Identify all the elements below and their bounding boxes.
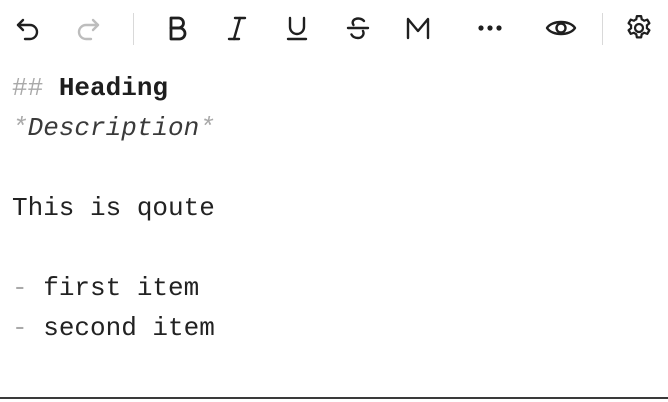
markdown-editor[interactable]: ## Heading *Description* This is qoute -…: [12, 68, 652, 348]
list-marker: -: [12, 313, 44, 343]
underline-button[interactable]: [279, 10, 315, 46]
description-line: *Description*: [12, 108, 652, 148]
italic-button[interactable]: [219, 10, 255, 46]
more-button[interactable]: [472, 10, 508, 46]
emphasis-close-marker: *: [199, 113, 215, 143]
heading-text: Heading: [58, 73, 169, 103]
list-item: - first item: [12, 268, 652, 308]
italic-icon: [227, 16, 247, 41]
preview-icon: [545, 20, 577, 36]
settings-icon: [627, 15, 651, 39]
undo-button[interactable]: [10, 10, 46, 46]
strikethrough-icon: [346, 17, 370, 40]
empty-line: [12, 148, 652, 188]
editor-toolbar: [0, 0, 668, 58]
bold-icon: [169, 16, 187, 41]
quote-text: This is qoute: [12, 193, 215, 223]
list-item-text: first item: [43, 273, 200, 303]
settings-button[interactable]: [621, 10, 657, 46]
underline-icon: [286, 16, 308, 41]
empty-line: [12, 228, 652, 268]
markdown-icon: [406, 17, 430, 40]
heading-line: ## Heading: [12, 68, 652, 108]
undo-icon: [16, 18, 39, 41]
emphasis-open-marker: *: [12, 113, 28, 143]
redo-button[interactable]: [70, 10, 106, 46]
redo-icon: [77, 18, 100, 41]
bold-button[interactable]: [159, 10, 195, 46]
editor-bottom-border: [0, 397, 668, 399]
description-text: Description: [27, 113, 200, 143]
list-marker: -: [12, 273, 44, 303]
toolbar-separator: [602, 13, 603, 45]
toolbar-separator: [133, 13, 134, 45]
list-item-text: second item: [43, 313, 215, 343]
quote-line: This is qoute: [12, 188, 652, 228]
heading-marker: ##: [12, 73, 59, 103]
strikethrough-button[interactable]: [340, 10, 376, 46]
preview-button[interactable]: [543, 10, 579, 46]
list-item: - second item: [12, 308, 652, 348]
markdown-button[interactable]: [400, 10, 436, 46]
more-icon: [478, 25, 502, 31]
